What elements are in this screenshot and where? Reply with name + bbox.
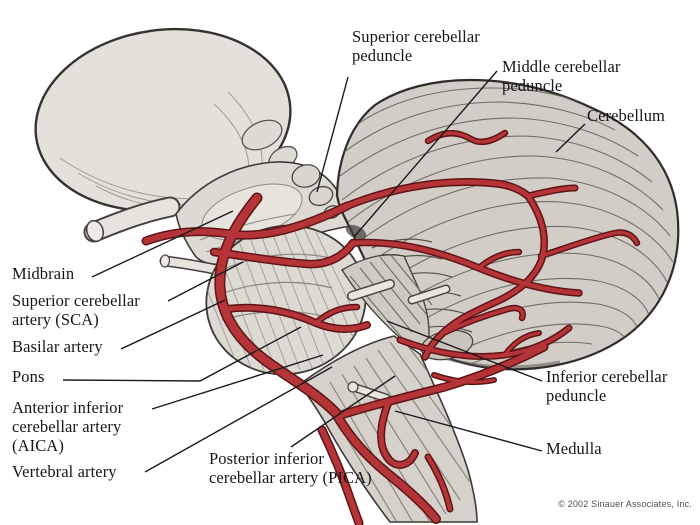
sca-branch-down xyxy=(422,193,547,360)
label-cerebellum: Cerebellum xyxy=(587,106,665,125)
cerebellar-folia xyxy=(339,87,674,369)
basilar-artery-vessel xyxy=(215,194,339,416)
copyright-notice: © 2002 Sinauer Associates, Inc. xyxy=(558,499,692,509)
sca-lower-fork xyxy=(477,250,521,270)
vertebral-artery-vessel xyxy=(331,408,440,523)
leader-inferior-cerebellar-peduncle xyxy=(386,320,543,382)
label-superior-cerebellar-peduncle: Superior cerebellar peduncle xyxy=(352,27,480,65)
leader-superior-cerebellar-peduncle xyxy=(316,76,349,193)
pica-under-fork xyxy=(503,331,541,357)
label-medulla: Medulla xyxy=(546,439,602,458)
pica-small-branch xyxy=(432,373,496,384)
aica-branch xyxy=(314,305,359,325)
sca-branch-s xyxy=(439,306,525,336)
leader-cerebellum xyxy=(555,123,586,153)
leader-midbrain xyxy=(91,210,234,278)
sca-lower-trunk xyxy=(211,240,356,267)
vertebral-branch xyxy=(426,455,452,511)
label-pons: Pons xyxy=(12,367,45,386)
leader-middle-cerebellar-peduncle xyxy=(353,70,498,238)
leader-pica xyxy=(290,375,396,448)
tract-stub xyxy=(83,196,181,243)
leader-superior-cerebellar-artery xyxy=(167,261,244,302)
label-superior-cerebellar-artery: Superior cerebellar artery (SCA) xyxy=(12,291,140,329)
label-basilar-artery: Basilar artery xyxy=(12,337,103,356)
leader-aica xyxy=(151,354,324,410)
label-inferior-cerebellar-peduncle: Inferior cerebellar peduncle xyxy=(546,367,668,405)
pica-loop xyxy=(378,398,418,468)
vertebral-artery-2-vessel xyxy=(319,427,362,525)
superior-cerebellar-artery-vessel xyxy=(143,203,350,244)
leader-vertebral-artery xyxy=(144,366,333,473)
leader-pons xyxy=(62,326,302,382)
sca-branch-up xyxy=(526,186,577,198)
inferior-cerebellar-peduncle-shape xyxy=(341,253,433,351)
label-middle-cerebellar-peduncle: Middle cerebellar peduncle xyxy=(502,57,621,95)
label-vertebral-artery: Vertebral artery xyxy=(12,462,117,481)
leader-medulla xyxy=(394,410,543,452)
label-aica: Anterior inferior cerebellar artery (AIC… xyxy=(12,398,124,455)
leader-lines xyxy=(62,70,586,473)
leader-basilar-artery xyxy=(120,299,226,350)
label-midbrain: Midbrain xyxy=(12,264,75,283)
sca-branch-right xyxy=(539,230,639,258)
label-pica: Posterior inferior cerebellar artery (PI… xyxy=(209,449,372,487)
pica-vessel xyxy=(338,344,547,418)
sca-cerebellar-branch xyxy=(344,179,531,209)
